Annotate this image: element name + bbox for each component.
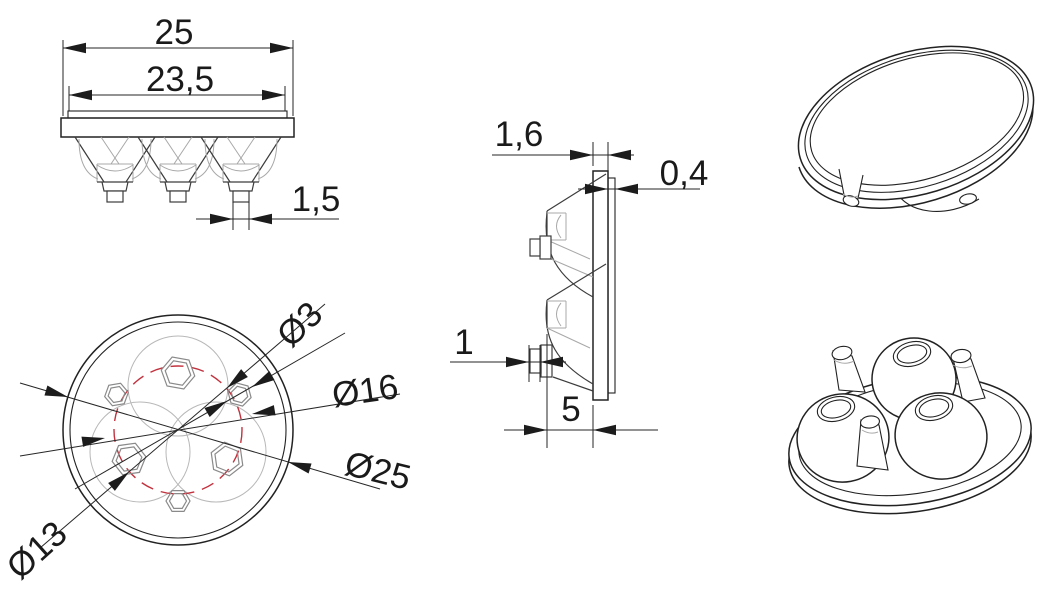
dim-overall-width: 25 [62,13,294,116]
lens-hex-top [158,354,198,392]
dim-lens-depth: 5 [504,334,658,448]
plan-view: Ø3 Ø16 Ø25 Ø13 [0,294,415,587]
dim-flange-thickness-label: 1,6 [495,115,544,154]
dim-pin-width-label: 1,5 [292,180,341,219]
dim-step-thickness: 0,4 [578,154,709,195]
iso-bottom-dome-rings [816,340,954,423]
dim-lens-diameter-label: Ø16 [330,367,401,415]
pin-hex-upper-left [102,381,131,408]
iso-top-view [797,45,1035,212]
dim-step-width: 23,5 [68,60,286,111]
dim-step-thickness-label: 0,4 [660,154,709,193]
dim-pin-diameter-label: Ø3 [269,294,330,354]
dim-lens-depth-label: 5 [561,390,580,429]
pin-hex-bottom [165,490,191,512]
pitch-circle [113,365,243,495]
iso-top-dome-tip [959,193,977,205]
dim-pitch-circle-diameter-label: Ø13 [0,514,75,587]
front-view: 25 23,5 1,5 [60,13,340,230]
dim-pin-protrusion: 1 [450,323,566,382]
iso-bottom-pin-left [831,345,866,393]
iso-bottom-view [788,337,1032,515]
iso-top-rim-bottom [798,95,1034,209]
dim-outer-diameter-label: Ø25 [341,444,415,498]
side-view: 1,6 0,4 1 5 [450,115,708,448]
dim-pin-protrusion-label: 1 [454,323,473,362]
dim-pin-width: 1,5 [196,180,340,230]
dim-overall-width-label: 25 [155,13,194,52]
front-part-outline [60,110,295,203]
iso-bottom-pin-center [856,415,889,471]
lens-hex-left [109,441,149,477]
dim-lens-diameter: Ø16 [19,367,401,457]
dim-flange-thickness: 1,6 [492,115,634,172]
iso-bottom-pin-right [950,348,986,403]
dim-step-width-label: 23,5 [146,60,214,99]
lens-hex-right [205,438,249,480]
plan-part-outline [62,314,294,546]
side-part-outline [529,170,616,401]
iso-top-pin [838,166,864,207]
dim-pin-diameter: Ø3 [74,294,346,490]
iso-top-disc [797,45,1035,201]
